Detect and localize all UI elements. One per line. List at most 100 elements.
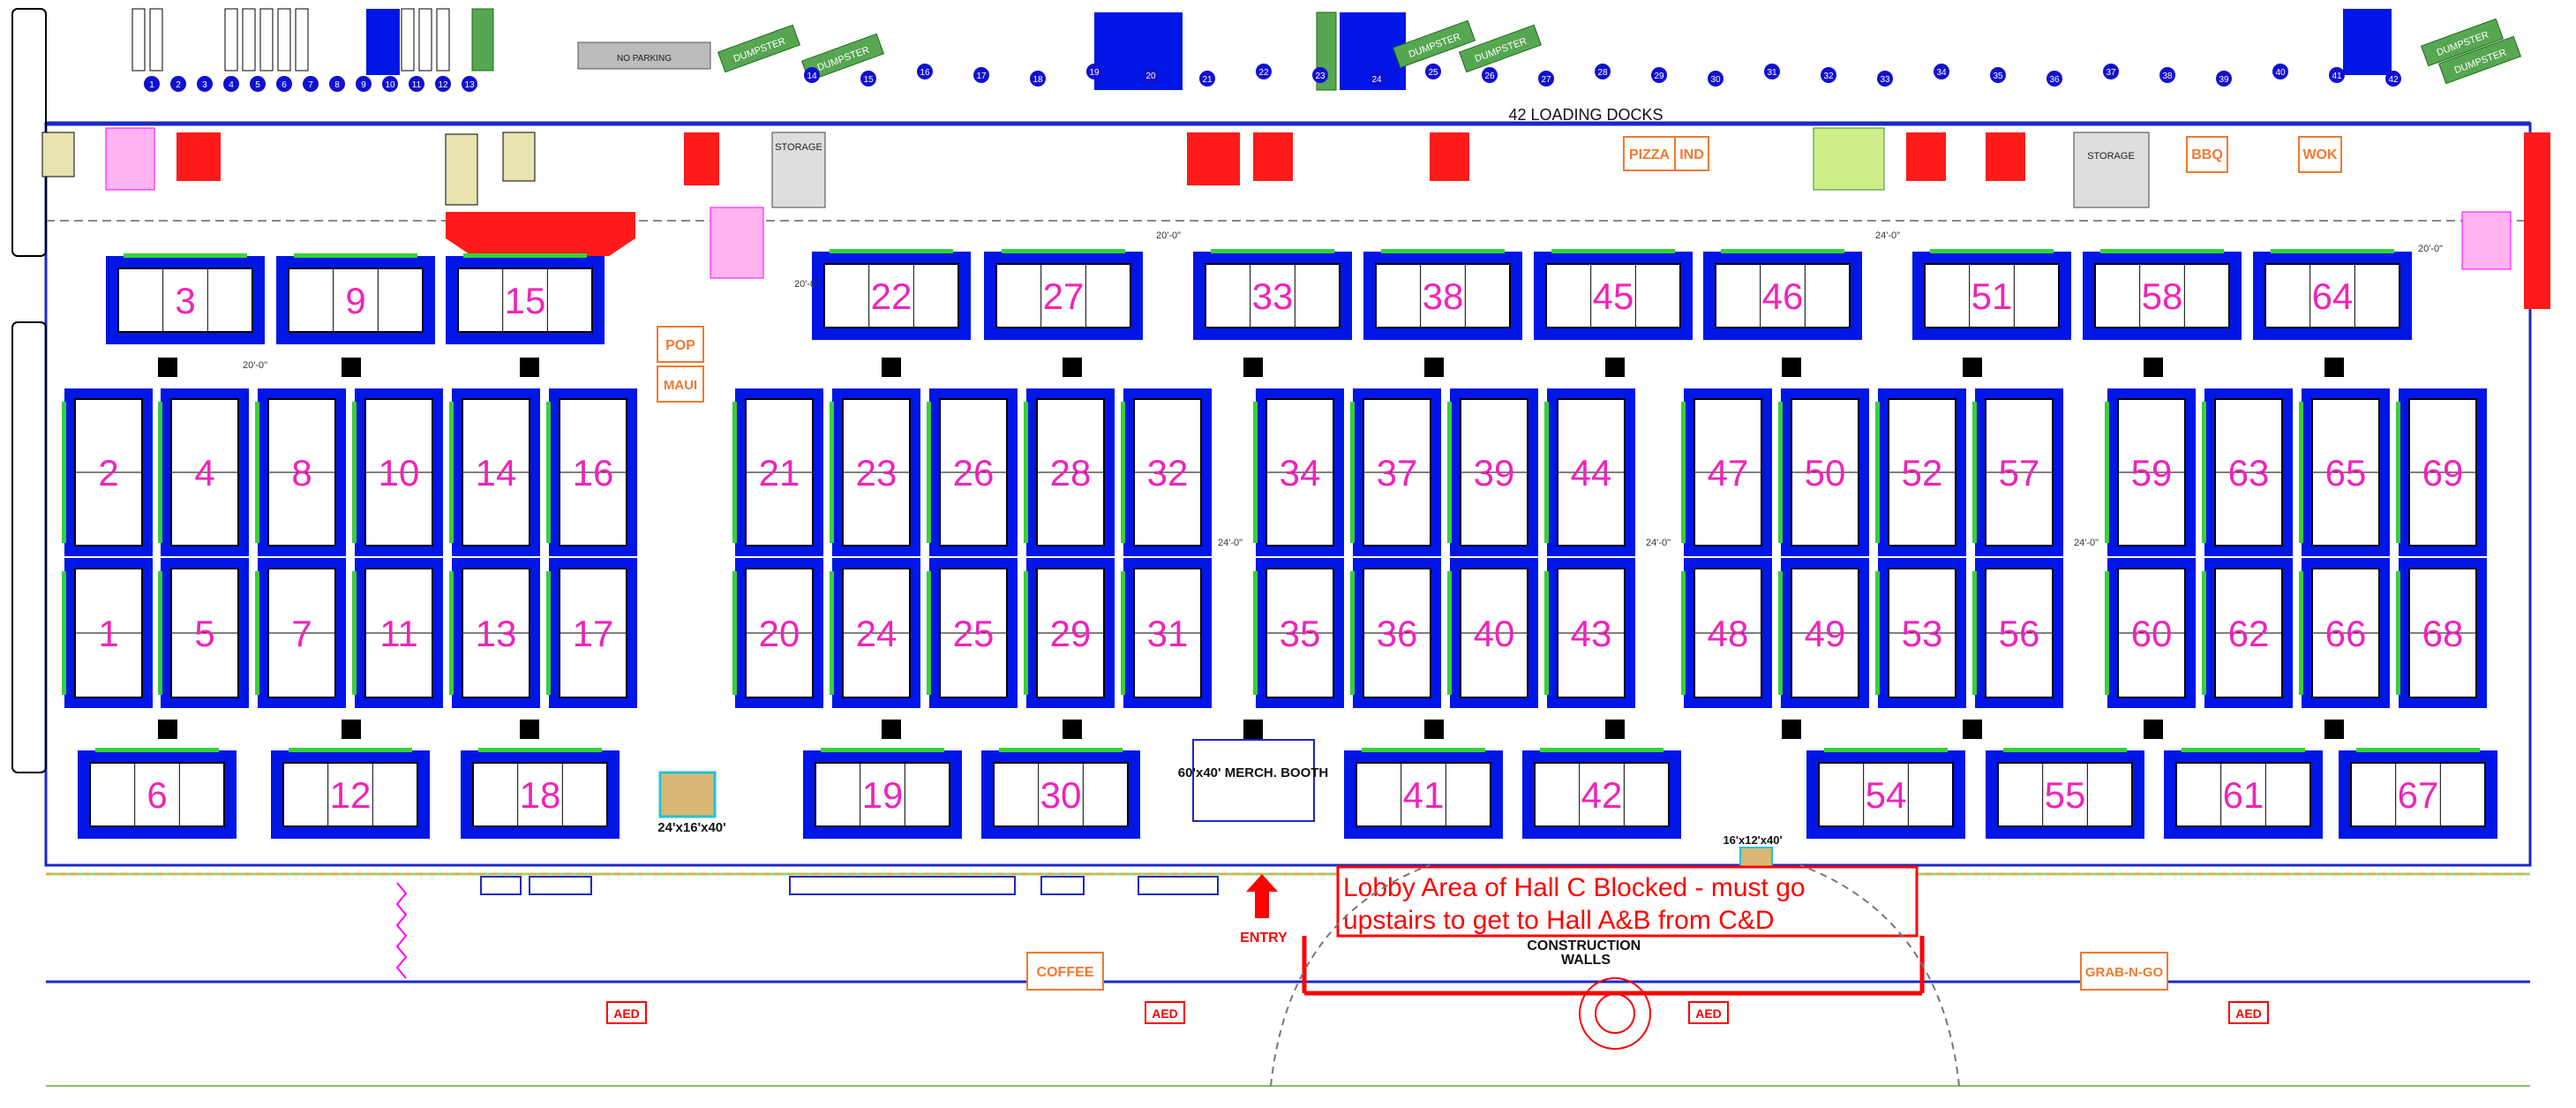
booth[interactable]: 67: [2339, 748, 2497, 839]
structural-column: [882, 720, 901, 739]
dumpster-box: [2420, 18, 2505, 67]
booth-green-strip: [2202, 571, 2206, 695]
coffee-label: COFFEE: [1037, 965, 1094, 980]
booth[interactable]: 58: [2083, 249, 2242, 340]
booth[interactable]: 48: [1681, 558, 1772, 708]
construction-line-2: WALLS: [1561, 953, 1611, 968]
booth[interactable]: 13: [449, 558, 540, 708]
booth-green-strip: [1002, 249, 1125, 253]
booth[interactable]: 14: [449, 388, 540, 556]
booth[interactable]: 54: [1806, 748, 1965, 839]
booth[interactable]: 31: [1121, 558, 1212, 708]
booth[interactable]: 45: [1534, 249, 1693, 340]
booth-green-strip: [1211, 249, 1334, 253]
booth-floor: [1534, 762, 1670, 827]
booth[interactable]: 51: [1912, 249, 2071, 340]
booth[interactable]: 5: [158, 558, 249, 708]
booth[interactable]: 44: [1544, 388, 1635, 556]
dumpster-box: [717, 24, 801, 73]
booth[interactable]: 61: [2164, 748, 2323, 839]
booth[interactable]: 1: [62, 558, 153, 708]
dock-number: 11: [412, 80, 422, 90]
booth[interactable]: 32: [1121, 388, 1212, 556]
booth-number: 21: [759, 452, 800, 494]
booth[interactable]: 38: [1363, 249, 1522, 340]
booth[interactable]: 47: [1681, 388, 1772, 556]
booth[interactable]: 62: [2202, 558, 2293, 708]
booth-green-strip: [2299, 571, 2303, 695]
booth[interactable]: 17: [546, 558, 637, 708]
booth[interactable]: 57: [1972, 388, 2063, 556]
booth[interactable]: 50: [1778, 388, 1869, 556]
dock-marker: [2216, 71, 2232, 87]
booth-number: 35: [1280, 613, 1321, 654]
dock-stall: [277, 8, 291, 72]
booth[interactable]: 53: [1875, 558, 1966, 708]
booth[interactable]: 34: [1253, 388, 1344, 556]
booth[interactable]: 20: [732, 558, 823, 708]
booth[interactable]: 18: [461, 748, 620, 839]
booth[interactable]: 40: [1447, 558, 1538, 708]
booth[interactable]: 49: [1778, 558, 1869, 708]
booth[interactable]: 56: [1972, 558, 2063, 708]
booth[interactable]: 19: [803, 748, 962, 839]
booth[interactable]: 16: [546, 388, 637, 556]
booth[interactable]: 2: [62, 388, 153, 556]
booth-green-strip: [732, 571, 737, 695]
booth[interactable]: 28: [1024, 388, 1115, 556]
dock-number: 20: [1145, 72, 1156, 81]
booth[interactable]: 24: [830, 558, 920, 708]
booth[interactable]: 64: [2253, 249, 2412, 340]
booth[interactable]: 39: [1447, 388, 1538, 556]
booth[interactable]: 22: [812, 249, 971, 340]
booth[interactable]: 25: [927, 558, 1018, 708]
construction-line-1: CONSTRUCTION: [1527, 938, 1641, 953]
booth[interactable]: 33: [1193, 249, 1352, 340]
booth[interactable]: 69: [2396, 388, 2487, 556]
booth[interactable]: 63: [2202, 388, 2293, 556]
booth-floor: [823, 263, 959, 328]
booth[interactable]: 11: [352, 558, 443, 708]
booth[interactable]: 52: [1875, 388, 1966, 556]
booth[interactable]: 55: [1986, 748, 2144, 839]
small-booth-left-label: 24'x16'x40': [657, 820, 725, 835]
booth[interactable]: 29: [1024, 558, 1115, 708]
food-box-ind: [1674, 136, 1709, 171]
booth[interactable]: 3: [106, 253, 265, 344]
booth[interactable]: 41: [1344, 748, 1503, 839]
booth[interactable]: 26: [927, 388, 1018, 556]
booth[interactable]: 36: [1350, 558, 1441, 708]
booth[interactable]: 15: [446, 253, 605, 344]
booth[interactable]: 6: [78, 748, 237, 839]
booth[interactable]: 59: [2105, 388, 2196, 556]
booth[interactable]: 65: [2299, 388, 2390, 556]
booth[interactable]: 8: [255, 388, 346, 556]
booth[interactable]: 60: [2105, 558, 2196, 708]
booth[interactable]: 43: [1544, 558, 1635, 708]
booth[interactable]: 42: [1522, 748, 1681, 839]
coffee-box: [1026, 952, 1104, 991]
booth[interactable]: 7: [255, 558, 346, 708]
booth[interactable]: 23: [830, 388, 920, 556]
booth[interactable]: 35: [1253, 558, 1344, 708]
dock-marker: [223, 76, 239, 92]
booth-green-strip: [1540, 748, 1664, 752]
booth-green-strip: [1350, 571, 1355, 695]
booth[interactable]: 68: [2396, 558, 2487, 708]
booth[interactable]: 4: [158, 388, 249, 556]
booth[interactable]: 10: [352, 388, 443, 556]
booth[interactable]: 9: [276, 253, 435, 344]
booth[interactable]: 12: [271, 748, 430, 839]
booth-number: 10: [379, 452, 420, 494]
booth[interactable]: 37: [1350, 388, 1441, 556]
booth[interactable]: 30: [981, 748, 1140, 839]
booth[interactable]: 27: [984, 249, 1143, 340]
booth[interactable]: 46: [1703, 249, 1862, 340]
dock-number: 31: [1767, 68, 1777, 78]
booth[interactable]: 66: [2299, 558, 2390, 708]
aed-box: [606, 1001, 647, 1024]
booth[interactable]: 21: [732, 388, 823, 556]
booth-number: 49: [1805, 613, 1846, 654]
dock-marker: [2385, 71, 2401, 87]
